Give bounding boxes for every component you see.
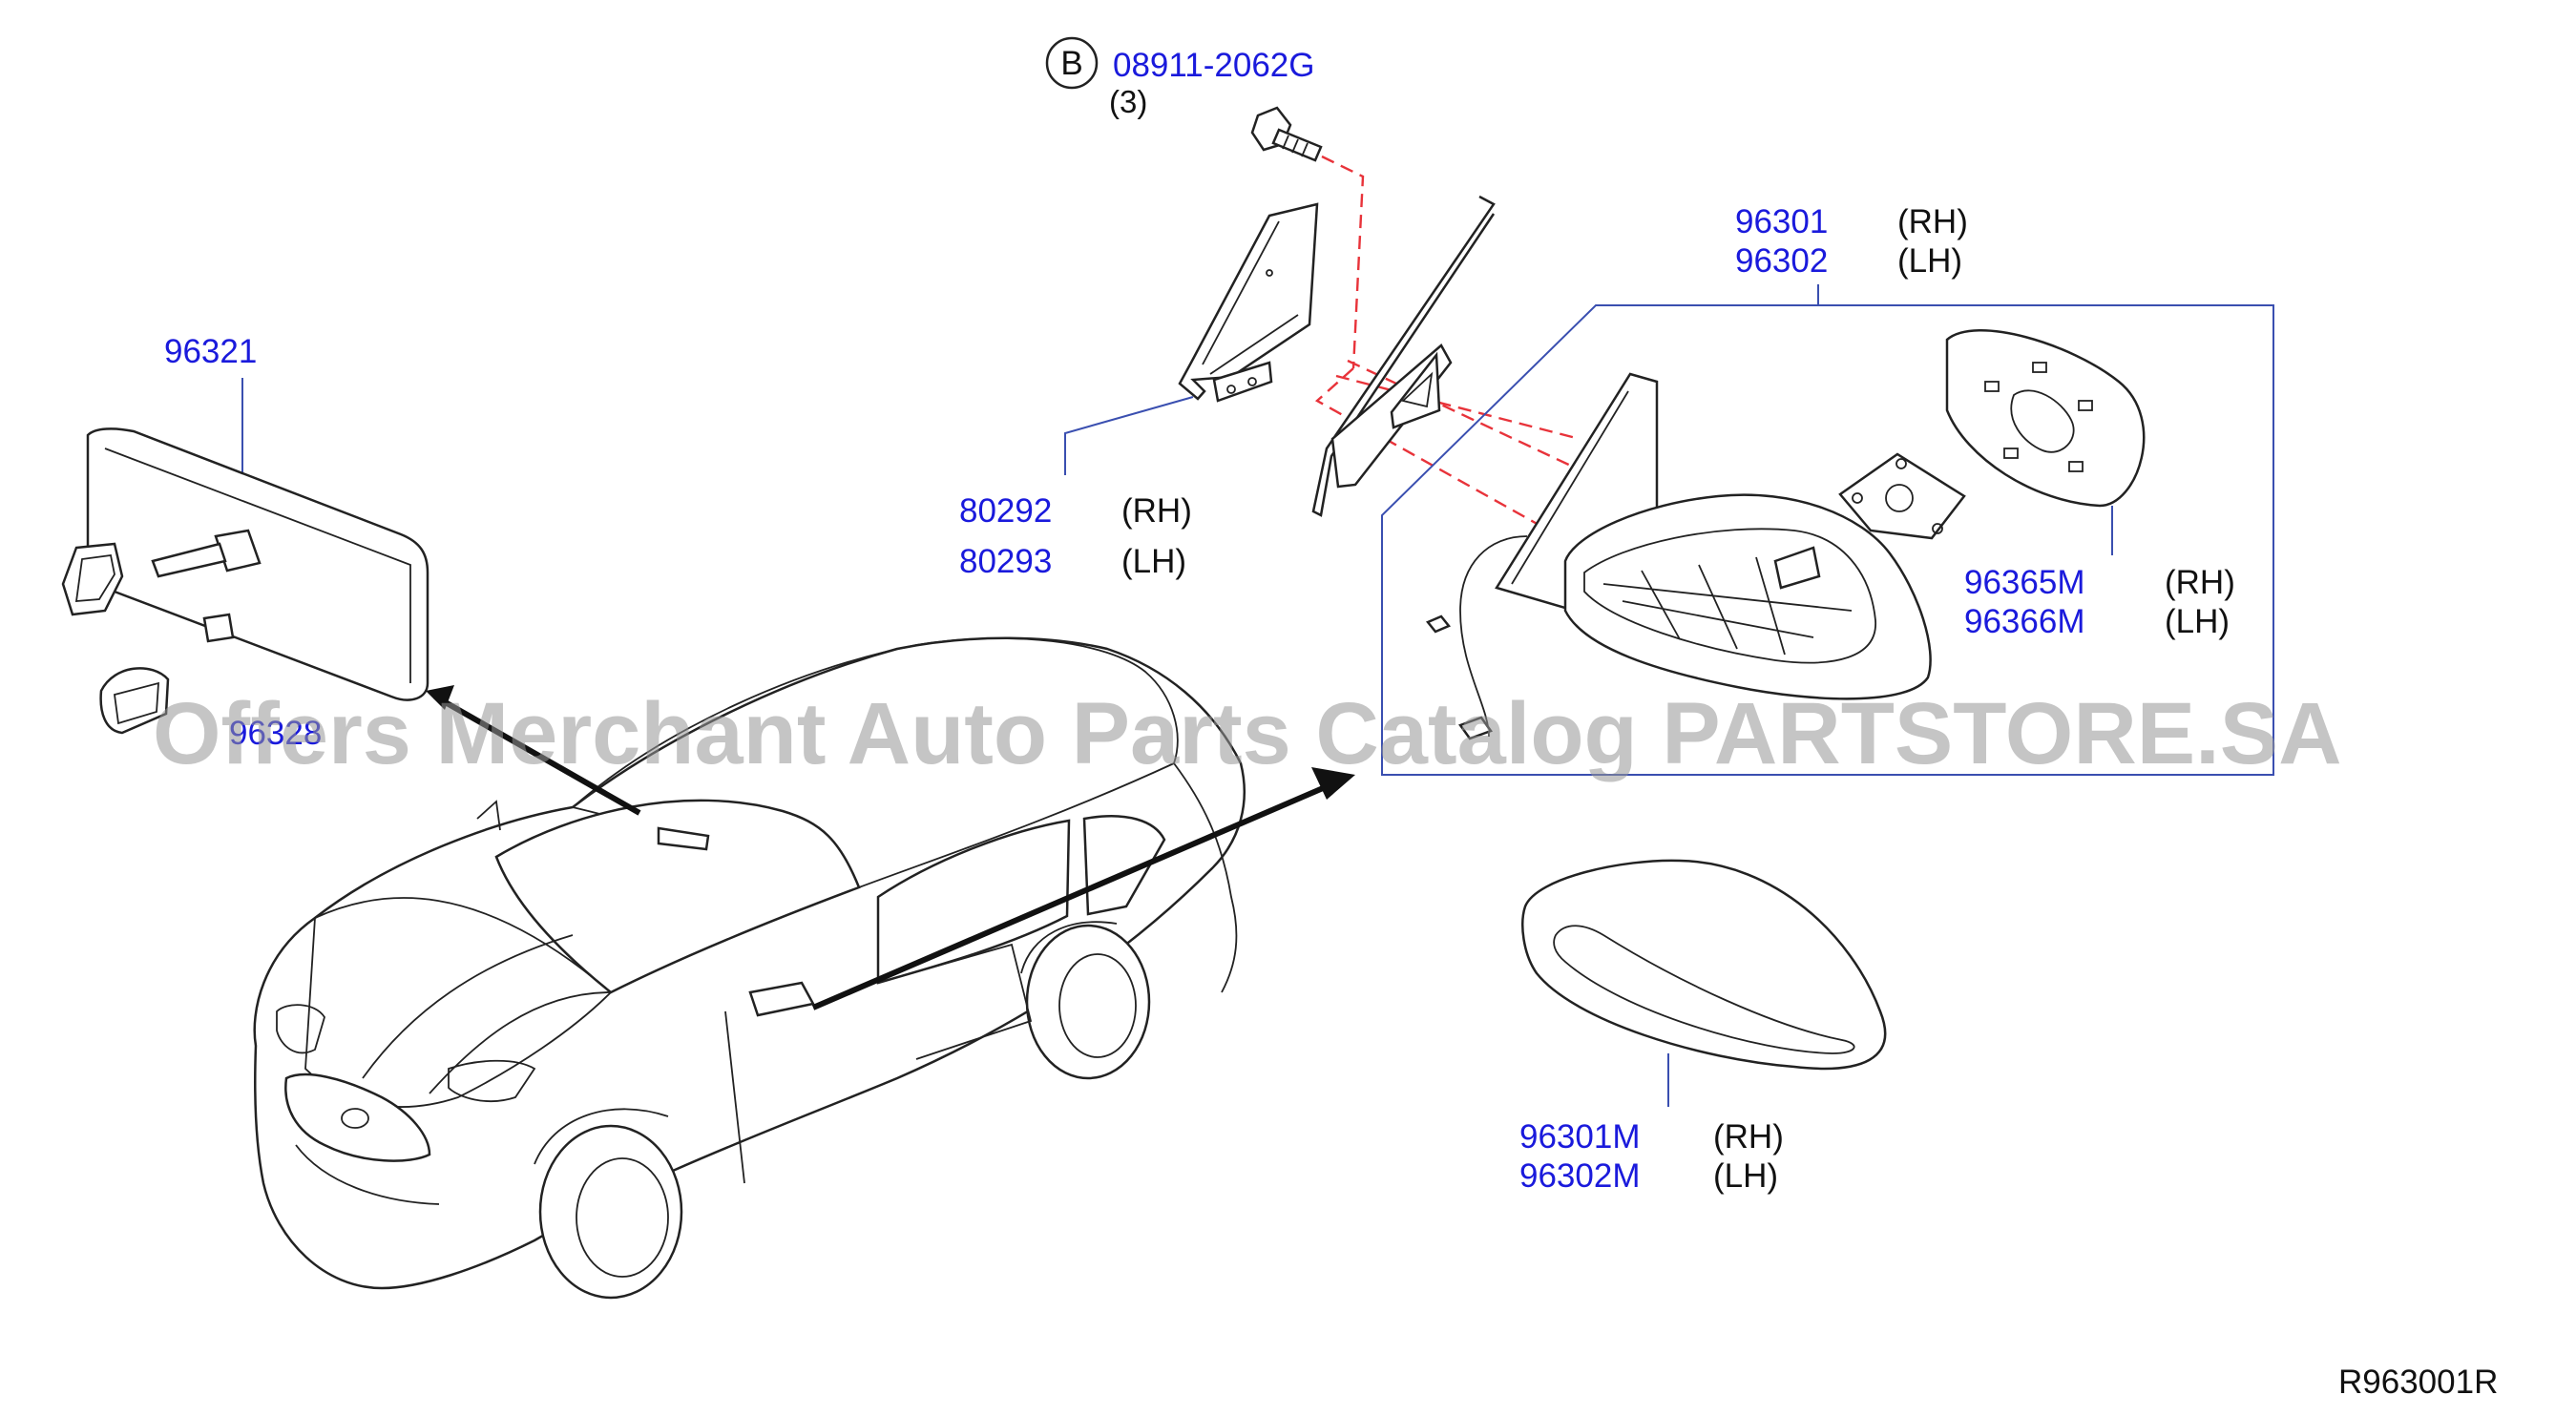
arrow-door-mirror: [811, 767, 1355, 1010]
mirror-assembly-side-lh: (LH): [1897, 242, 1962, 280]
corner-finisher-pn-lh[interactable]: 80293: [959, 543, 1052, 580]
inside-mirror-part: [61, 427, 429, 701]
mirror-cover-side-rh: (RH): [1713, 1118, 1784, 1156]
fastener-part-number[interactable]: 08911-2062G: [1113, 47, 1314, 84]
arrow-inside-mirror: [426, 685, 641, 816]
assembly-dashed-lines: [1314, 155, 1581, 546]
inside-mirror-cover-part: [99, 667, 170, 735]
mirror-glass-part: [1945, 329, 2146, 508]
mirror-assembly-pn-rh[interactable]: 96301: [1735, 203, 1828, 240]
inside-mirror-cover-part-number[interactable]: 96328: [229, 715, 322, 752]
mirror-glass-pn-lh[interactable]: 96366M: [1964, 603, 2084, 640]
fastener-badge-letter: B: [1060, 45, 1082, 82]
bolt-icon: [1250, 106, 1323, 162]
fastener-badge: B: [1045, 36, 1099, 90]
mirror-assembly-pn-lh[interactable]: 96302: [1735, 242, 1828, 280]
mirror-cover-part: [1521, 859, 1887, 1071]
corner-finisher-leader: [1064, 396, 1194, 475]
mirror-cover-side-lh: (LH): [1713, 1157, 1778, 1195]
corner-finisher-side-lh: (LH): [1121, 543, 1186, 580]
mirror-glass-pn-rh[interactable]: 96365M: [1964, 564, 2084, 601]
corner-finisher-side-rh: (RH): [1121, 492, 1192, 530]
mirror-actuator-part: [1838, 452, 1966, 540]
mirror-cover-pn-lh[interactable]: 96302M: [1519, 1157, 1640, 1195]
mirror-housing-part: [1425, 372, 1932, 740]
mirror-assembly-side-rh: (RH): [1897, 203, 1968, 240]
mirror-cover-pn-rh[interactable]: 96301M: [1519, 1118, 1640, 1156]
car-illustration: [253, 636, 1246, 1300]
watermark-text: Offers Merchant Auto Parts Catalog PARTS…: [153, 685, 2342, 782]
corner-finisher-part: [1178, 202, 1319, 403]
diagram-reference: R963001R: [2338, 1364, 2498, 1401]
mirror-glass-side-lh: (LH): [2165, 603, 2230, 640]
corner-finisher-pn-rh[interactable]: 80292: [959, 492, 1052, 530]
mirror-glass-side-rh: (RH): [2165, 564, 2235, 601]
mirror-assembly-box: [1381, 304, 2274, 776]
fastener-quantity: (3): [1109, 84, 1147, 119]
inside-mirror-part-number[interactable]: 96321: [164, 333, 257, 370]
door-frame-part: [1311, 195, 1496, 517]
